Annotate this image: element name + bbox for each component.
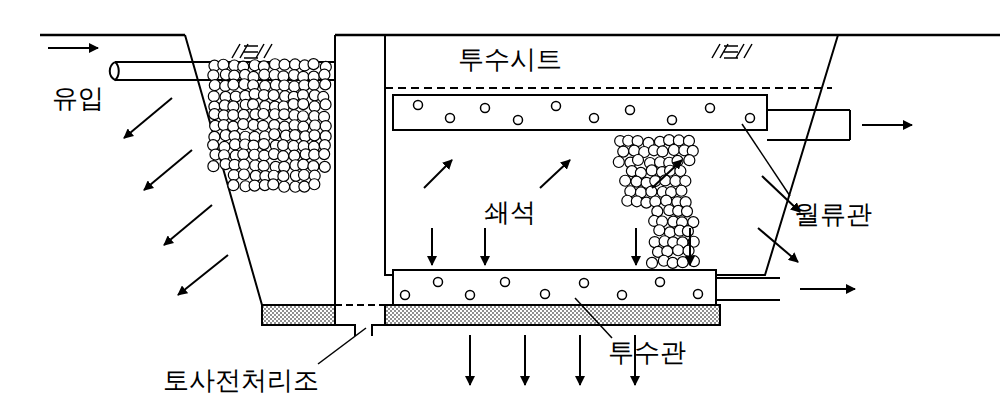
gravel-stone [268,90,279,101]
gravel-stone [580,279,589,288]
gravel-stone [552,102,561,111]
gravel-stone [620,175,631,186]
gravel-stone [541,290,550,299]
gravel-stone [308,79,319,90]
part-label: 유입 [52,84,104,113]
gravel-stone [249,180,260,191]
gravel-stone [590,114,599,123]
gravel-stone [320,99,331,110]
gravel-stone [258,120,269,131]
gravel-stone [298,111,309,122]
gravel-stone [229,139,240,150]
gravel-stone [299,170,310,181]
gravel-stone [501,278,510,287]
gravel-stone [320,121,331,132]
gravel-stone [675,165,686,176]
gravel-stone [269,129,280,140]
gravel-stone [654,225,665,236]
gravel-stone [279,59,290,70]
gravel-stone [258,160,269,171]
gravel-stone [279,181,290,192]
gravel-stone [298,99,309,110]
gravel-stone [228,180,239,191]
gravel-stone [626,106,635,115]
gravel-stone [279,109,290,120]
gravel-stone [268,179,279,190]
gravel-stone [682,206,693,217]
gravel-stone [259,150,270,161]
gravel-stone [667,257,678,268]
gravel-stone [258,109,269,120]
gravel-stone [646,165,657,176]
part-label: 투수시트 [458,45,562,74]
gravel-stone [481,104,490,113]
gravel-stone [434,278,443,287]
gravel-stone [647,257,658,268]
gravel-stone [668,145,679,156]
gravel-stone [414,101,423,110]
gravel-stone [618,146,629,157]
gravel-stone [633,155,644,166]
gravel-stone [228,110,239,121]
gravel-stone [673,245,684,256]
gravel-stone [514,116,523,125]
gravel-stone [238,149,249,160]
gravel-stone [289,130,300,141]
gravel-stone [259,69,270,80]
part-label: 투수관 [608,338,686,367]
gravel-stone [319,161,330,172]
gravel-stone [694,290,703,299]
gravel-stone [258,139,269,150]
gravel-stone [309,149,320,160]
gravel-stone [298,121,309,132]
gravel-stone [613,157,624,168]
gravel-stone [309,130,320,141]
gravel-stone [278,140,289,151]
part-label: 월류관 [794,200,872,229]
gravel-stone [228,170,239,181]
gravel-stone [401,291,410,300]
gravel-stone [706,104,715,113]
gravel-stone [289,81,300,92]
part-label: 쇄석 [484,198,536,227]
gravel-stone [248,99,259,110]
gravel-stone [446,114,455,123]
gravel-stone [238,119,249,130]
gravel-stone [320,79,331,90]
gravel-stone [676,185,687,196]
gravel-stone [238,169,249,180]
gravel-stone [208,161,219,172]
gravel-stone [631,176,642,187]
gravel-stone [208,70,219,81]
gravel-stone [466,291,475,300]
gravel-stone [208,91,219,102]
gravel-stone [218,59,229,70]
gravel-stone [650,196,661,207]
part-label: 토사전처리조 [163,366,319,395]
gravel-stone [278,171,289,182]
gravel-stone [668,116,677,125]
gravel-stone [308,59,319,70]
gravel-stone [209,80,220,91]
gravel-stone [319,149,330,160]
gravel-stone [677,257,688,268]
gravel-stone [279,80,290,91]
gravel-stone [684,155,695,166]
gravel-stone [746,114,755,123]
gravel-stone [656,278,665,287]
gravel-stone [278,151,289,162]
gravel-stone [299,181,310,192]
gravel-stone [298,159,309,170]
gravel-stone [682,226,693,237]
gravel-stone [618,291,627,300]
gravel-stone [309,179,320,190]
gravel-stone [683,245,694,256]
gravel-stone [657,146,668,157]
gravel-stone [228,79,239,90]
